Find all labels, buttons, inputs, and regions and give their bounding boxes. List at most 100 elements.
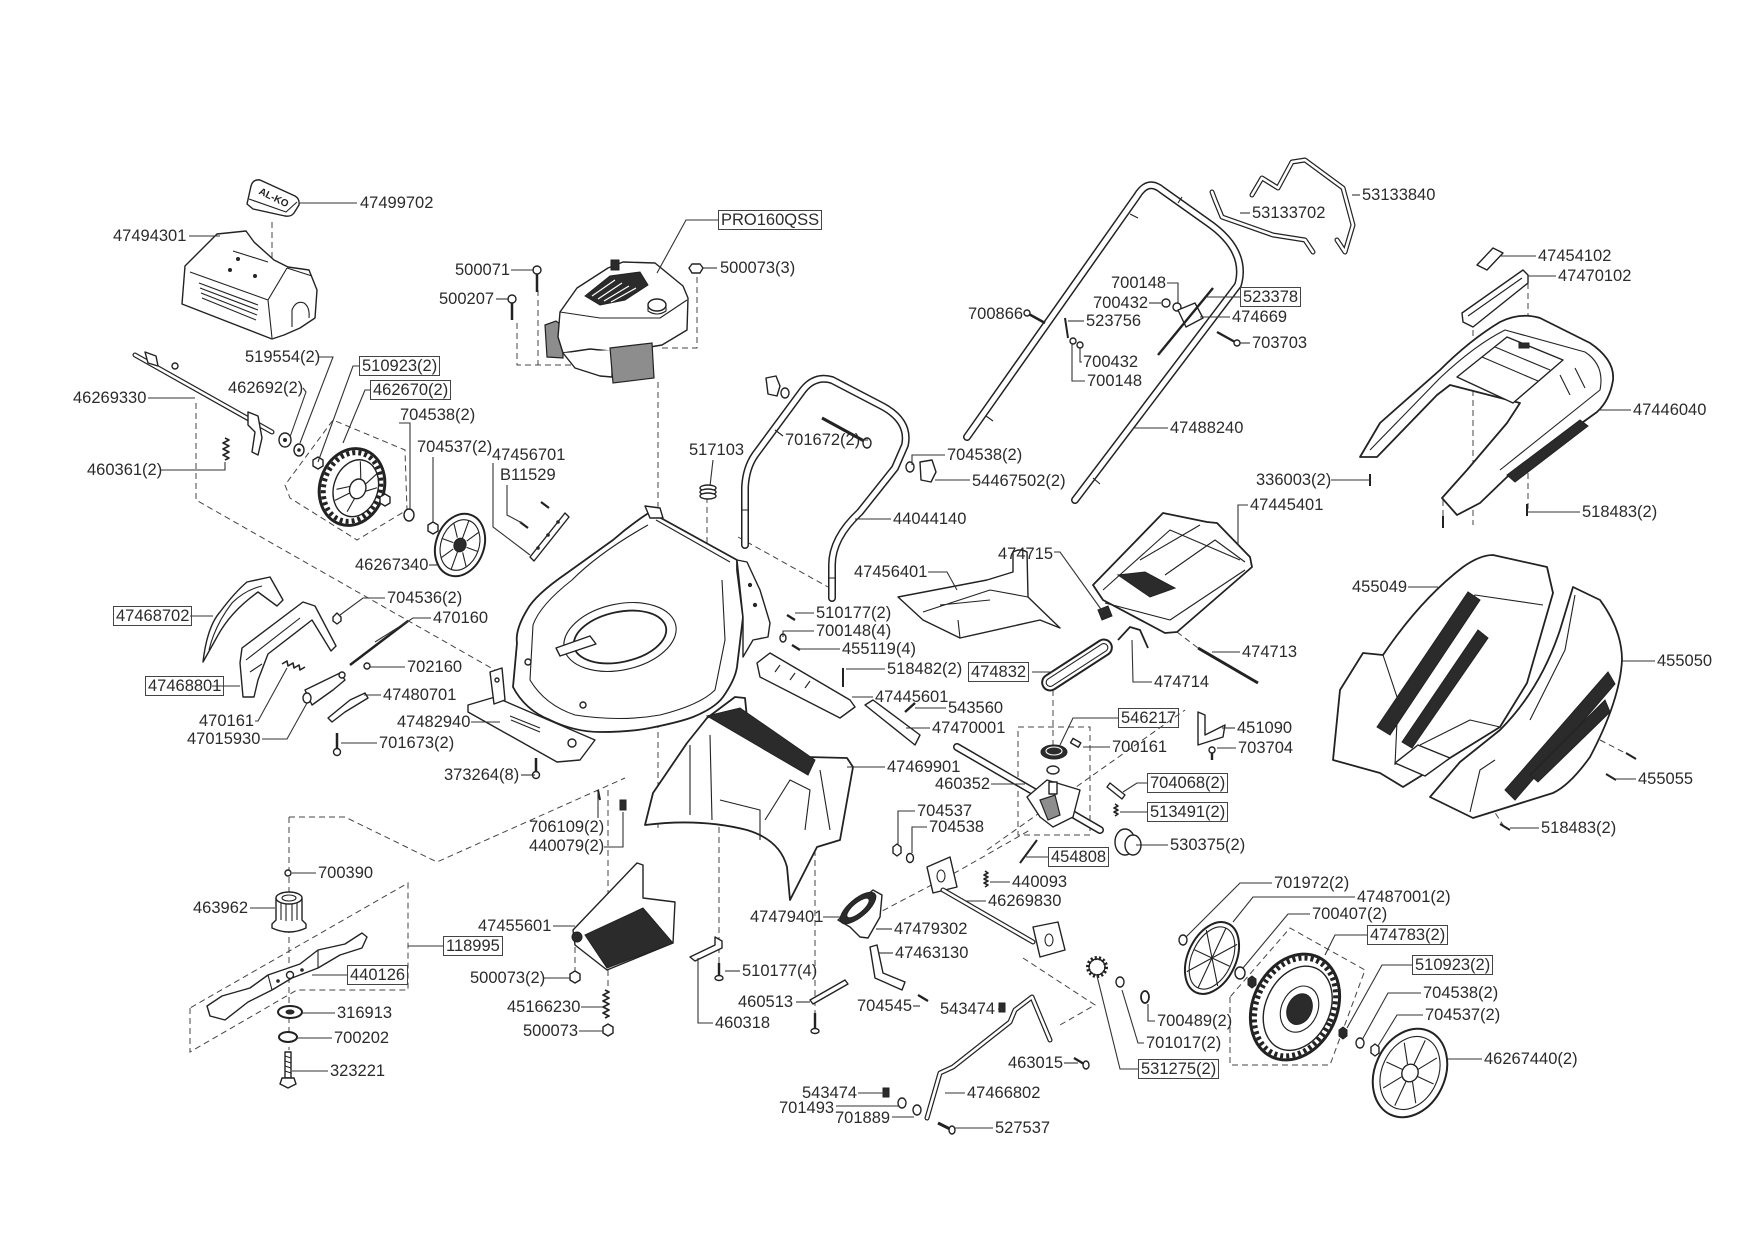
leader-line [342,389,370,444]
part-number-label: 700202 [334,1029,390,1047]
grass-bag-frame-part [1359,314,1614,516]
part-number-label: 440093 [1012,873,1068,891]
nut [379,493,391,507]
part-number-label: 510923(2) [359,356,441,376]
leader-line [399,422,411,510]
leader-line [1096,975,1138,1070]
part-number-label: 47455601 [478,917,552,935]
part-number-label: 500073(2) [470,969,546,987]
part-number-label: 47469901 [887,758,961,776]
part-number-label: 704538 [929,818,985,836]
part-number-label: 47445601 [875,688,949,706]
grass-bag-handle-part [1461,247,1529,328]
part-number-label: 518482(2) [887,660,963,678]
part-number-label: 440126 [347,965,409,985]
part-number-label: 47470102 [1558,267,1632,285]
part-number-label: 47479302 [894,920,968,938]
part-number-label: 47445401 [1250,496,1324,514]
part-number-label: 53133840 [1362,186,1436,204]
leader-line [911,454,945,465]
blade-fasteners [277,1005,303,1089]
leader-line [317,365,359,463]
part-number-label: 500207 [439,290,495,308]
part-number-label: 460513 [738,993,794,1011]
part-number-label: 701673(2) [379,734,455,752]
part-number-label: 47015930 [187,730,261,748]
part-number-label: 46269830 [988,892,1062,910]
part-number-label: 702160 [407,658,463,676]
leader-lines [148,194,1655,1129]
part-number-label: 455055 [1638,770,1694,788]
grass-bag-right-part [1429,586,1623,819]
assembly-line [662,277,698,349]
assembly-line [864,829,1031,921]
part-number-label: 523378 [1240,287,1302,307]
part-number-label: 500071 [455,261,511,279]
part-number-label: 704537 [917,802,973,820]
leader-line [1167,282,1179,303]
part-number-label: 451090 [1237,719,1293,737]
nut [1370,1043,1380,1057]
front-wheel-disc-part [1183,921,1241,995]
part-number-label: 46267440(2) [1484,1050,1578,1068]
nut [427,521,439,535]
part-number-label: 513491(2) [1147,802,1229,822]
part-number-label: 527537 [995,1119,1051,1137]
part-number-label: 518483(2) [1541,819,1617,837]
part-number-label: 543474 [802,1084,858,1102]
part-number-label: 118995 [443,936,503,956]
part-number-label: 47456401 [854,563,928,581]
spring-517103 [699,484,717,500]
part-number-label: 463962 [193,899,249,917]
part-number-label: 518483(2) [1582,503,1658,521]
leader-line [1346,964,1412,1029]
part-number-label: 700148 [1111,274,1167,292]
part-number-label: 701672(2) [785,431,861,449]
engine-bolts [507,263,704,320]
grass-bag-bottom-screws [1499,752,1637,831]
assembly-line [289,777,626,863]
part-number-label: 703703 [1252,334,1308,352]
part-number-label: 500073(3) [720,259,796,277]
washer [1355,1037,1365,1049]
part-number-label: 704538(2) [947,446,1023,464]
gearbox-part [953,737,1142,888]
part-number-label: 474669 [1232,308,1288,326]
part-number-label: 474832 [968,662,1030,682]
part-number-label: 700432 [1093,294,1149,312]
leader-line [1232,896,1355,923]
part-number-label: 517103 [689,441,745,459]
blade-part [206,932,368,1021]
leader-line [1242,913,1310,969]
front-bumper-part [202,576,284,663]
height-adjust-lever-part [882,994,1090,1135]
part-number-label: 47488240 [1170,419,1244,437]
part-number-label: 519554(2) [245,348,321,366]
grass-bag-left-part [1332,554,1554,788]
assembly-line [516,323,577,366]
leader-line [1059,717,1118,746]
part-number-label: 701889 [835,1109,891,1127]
part-number-label: 47494301 [113,227,187,245]
deck-screw [531,758,541,780]
part-number-label: 704537(2) [417,438,493,456]
assembly-group-outline [1017,726,1091,836]
part-number-label: 474714 [1154,673,1210,691]
part-number-label: 531275(2) [1138,1059,1220,1079]
leader-line [506,485,523,524]
front-axle-part [892,843,1150,1004]
leader-line [262,702,308,740]
part-number-label: 704536(2) [387,589,463,607]
leader-line [604,812,624,848]
part-number-label: 701017(2) [1146,1034,1222,1052]
part-number-label: 474715 [998,545,1054,563]
mulch-plug-part [569,789,676,1037]
part-number-label: 47446040 [1633,401,1707,419]
part-number-label: 703704 [1238,739,1294,757]
part-number-label: 460318 [715,1014,771,1032]
part-number-label: 510177(4) [742,962,818,980]
rear-flap-frame-part [644,696,854,901]
leader-line [1147,1004,1155,1022]
